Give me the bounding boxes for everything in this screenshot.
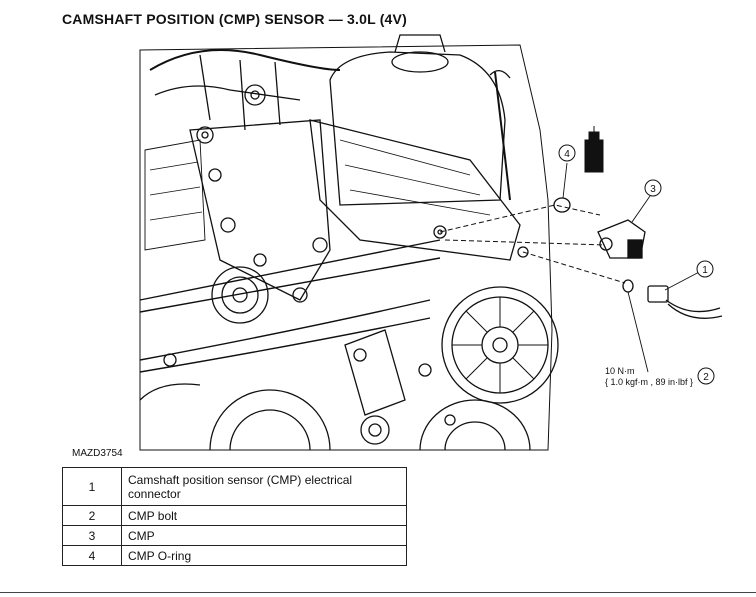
cmp-bolt bbox=[622, 279, 634, 293]
engine-outline bbox=[139, 44, 553, 451]
torque-line-1: 10 N·m bbox=[605, 366, 635, 376]
figure-id: MAZD3754 bbox=[72, 448, 123, 459]
sealant-tube-icon bbox=[584, 126, 604, 173]
table-row: 4 CMP O-ring bbox=[62, 545, 407, 566]
legend-num: 2 bbox=[62, 505, 122, 526]
reservoir bbox=[329, 51, 506, 206]
callout-3 bbox=[644, 179, 662, 197]
legend-num: 3 bbox=[62, 525, 122, 546]
belt-tensioner bbox=[344, 329, 406, 416]
table-row: 2 CMP bolt bbox=[62, 505, 407, 526]
callout-4 bbox=[558, 144, 576, 162]
callout-2-label: 2 bbox=[703, 372, 709, 383]
table-row: 3 CMP bbox=[62, 525, 407, 546]
page-title: CAMSHAFT POSITION (CMP) SENSOR — 3.0L (4… bbox=[62, 11, 407, 27]
callout-1-label: 1 bbox=[702, 265, 708, 276]
divider bbox=[0, 592, 756, 593]
table-row: 1 Camshaft position sensor (CMP) electri… bbox=[62, 467, 407, 506]
drive-belt bbox=[139, 239, 441, 313]
legend-desc: CMP O-ring bbox=[121, 545, 407, 566]
legend-num: 4 bbox=[62, 545, 122, 566]
cmp-sensor bbox=[597, 219, 646, 259]
dipstick bbox=[494, 71, 511, 201]
torque-line-2: { 1.0 kgf·m , 89 in·lbf } bbox=[605, 377, 694, 387]
cmp-connector bbox=[647, 285, 723, 319]
callout-2 bbox=[697, 367, 715, 385]
legend-desc: CMP bolt bbox=[121, 505, 407, 526]
legend-desc: Camshaft position sensor (CMP) electrica… bbox=[121, 467, 407, 506]
torque-spec: 10 N·m { 1.0 kgf·m , 89 in·lbf } bbox=[605, 366, 693, 388]
timing-cover bbox=[309, 119, 521, 261]
idler-pulley bbox=[211, 266, 269, 324]
callout-1 bbox=[696, 260, 714, 278]
callout-3-label: 3 bbox=[650, 184, 656, 195]
cmp-o-ring bbox=[553, 197, 571, 213]
crankshaft-pulley bbox=[441, 286, 559, 404]
intake-hose bbox=[149, 49, 341, 71]
callout-4-label: 4 bbox=[564, 149, 570, 160]
legend-num: 1 bbox=[62, 467, 122, 506]
legend-desc: CMP bbox=[121, 525, 407, 546]
legend-table: 1 Camshaft position sensor (CMP) electri… bbox=[62, 467, 407, 566]
